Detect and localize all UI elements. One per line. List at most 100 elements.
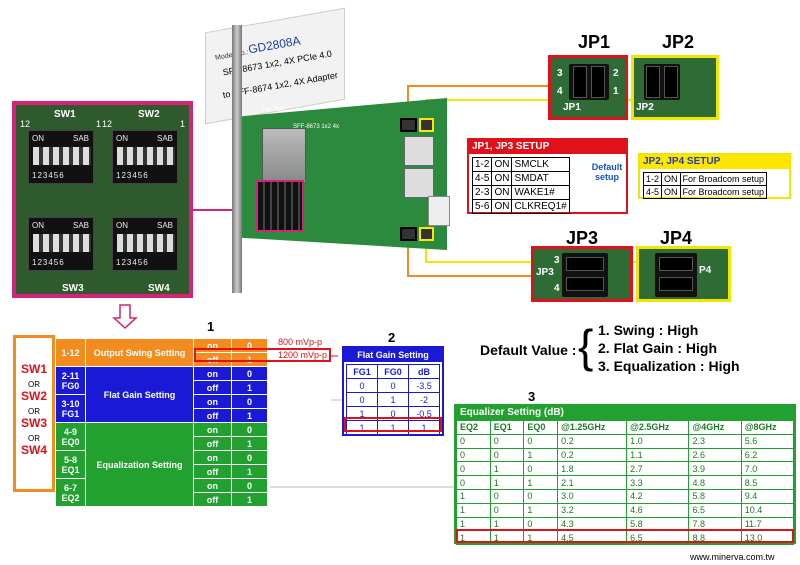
equalizer-cell: 0 [523, 461, 559, 477]
jp4-location-marker [419, 227, 434, 241]
default-flat-gain: 2. Flat Gain : High [598, 340, 718, 356]
jp24-cell: ON [661, 172, 681, 186]
jp13-cell: 1-2 [471, 157, 493, 172]
equalizer-cell: 0 [489, 447, 525, 463]
equalizer-header: EQ1 [489, 420, 525, 435]
equalizer-cell: 8.5 [740, 475, 795, 490]
flat-gain-cell: 1 [377, 392, 409, 407]
jp24-cell: 1-2 [642, 172, 663, 186]
jp13-cell: SMDAT [511, 171, 570, 186]
jp24-cell: ON [661, 185, 681, 199]
equalizer-cell: 1 [456, 488, 491, 504]
jp13-cell: ON [491, 199, 513, 214]
flat-gain-group: Flat Gain Setting [85, 366, 194, 423]
eq0-on-val: 0 [231, 422, 268, 437]
eq0-on: on [193, 422, 232, 437]
jp13-cell: 4-5 [471, 171, 493, 186]
jp1-photo: 3 2 4 1 JP1 [548, 55, 628, 120]
equalizer-cell: 0 [523, 488, 559, 504]
sw-pin1-label: 1 [96, 119, 102, 129]
equalizer-cell: 1.8 [557, 461, 628, 477]
default-setup-note: Default setup [591, 162, 623, 182]
flat-gain-cell: -3.5 [408, 378, 440, 393]
minisas-port-2 [404, 168, 434, 198]
flat-gain-header: dB [408, 364, 440, 379]
board-part-label: SFF-8673 1x2 4x [293, 124, 340, 130]
equalizer-cell: 3.2 [557, 502, 628, 518]
top-side-label: Top Side [262, 107, 286, 113]
sw4-label: SW4 [148, 283, 170, 294]
fg0-off: off [193, 380, 232, 395]
or-label: OR [28, 434, 40, 443]
sw1-name: SW1 [20, 362, 47, 376]
sw2-name: SW2 [20, 389, 47, 403]
flat-gain-cell: 0 [377, 378, 409, 393]
pci-bracket [232, 25, 242, 293]
jp1-location-marker [400, 118, 417, 132]
sff-8674-connector [262, 128, 306, 184]
equalizer-cell: 2.3 [688, 433, 742, 449]
jp4-title: JP4 [660, 228, 693, 248]
jp4-photo: P4 [636, 246, 731, 302]
or-label: OR [28, 407, 40, 416]
jp1-jp3-setup-title: JP1, JP3 SETUP [469, 140, 626, 154]
jp13-cell: 2-3 [471, 185, 493, 200]
jp24-cell: 4-5 [642, 185, 663, 199]
equalizer-cell: 0 [456, 447, 491, 463]
equalizer-cell: 3.0 [557, 488, 628, 504]
jp1-title: JP1 [578, 32, 611, 52]
swing-1200-note: 1200 mVp-p [278, 350, 328, 360]
fg1-off-val: 1 [231, 408, 268, 423]
jp2-jp4-setup-title: JP2, JP4 SETUP [640, 155, 789, 169]
equalizer-cell: 9.4 [740, 488, 795, 504]
eq1-on-val: 0 [231, 450, 268, 465]
eq1-off: off [193, 464, 232, 479]
sw-settings-table: 1-12 Output Swing Setting on 0 off 1 2-1… [55, 338, 268, 507]
output-swing-group: Output Swing Setting [85, 338, 194, 367]
sw1-label: SW1 [54, 109, 76, 120]
jp3-title: JP3 [566, 228, 599, 248]
fg1-off: off [193, 408, 232, 423]
flat-gain-title: Flat Gain Setting [344, 348, 442, 362]
equalizer-cell: 4.6 [626, 502, 690, 518]
equalizer-cell: 0 [489, 488, 525, 504]
jp13-cell: ON [491, 185, 513, 200]
equalizer-cell: 6.2 [740, 447, 795, 463]
equalizer-header: EQ0 [523, 420, 559, 435]
equalizer-cell: 0 [456, 475, 491, 490]
equalizer-cell: 2.7 [626, 461, 690, 477]
equalizer-cell: 0 [489, 433, 525, 449]
swing-800-note: 800 mVp-p [278, 337, 323, 347]
website-url: www.minerva.com.tw [690, 552, 775, 562]
swing-off-val: 1 [231, 352, 268, 367]
default-swing-highlight [194, 348, 331, 362]
equalizer-cell: 0 [456, 433, 491, 449]
equalizer-cell: 1 [489, 475, 525, 490]
equalizer-header: @2.5GHz [626, 420, 690, 435]
jp3-photo: JP3 3 4 [531, 246, 633, 302]
equalizer-header: @4GHz [688, 420, 742, 435]
jp13-cell: ON [491, 157, 513, 172]
power-connector [428, 196, 450, 226]
equalizer-header: @1.25GHz [557, 420, 628, 435]
sw-pin12-label: 12 [20, 119, 31, 129]
equalizer-cell: 3.3 [626, 475, 690, 490]
jp13-cell: 5-6 [471, 199, 493, 214]
fg1-on: on [193, 394, 232, 409]
sw4-name: SW4 [20, 443, 47, 457]
